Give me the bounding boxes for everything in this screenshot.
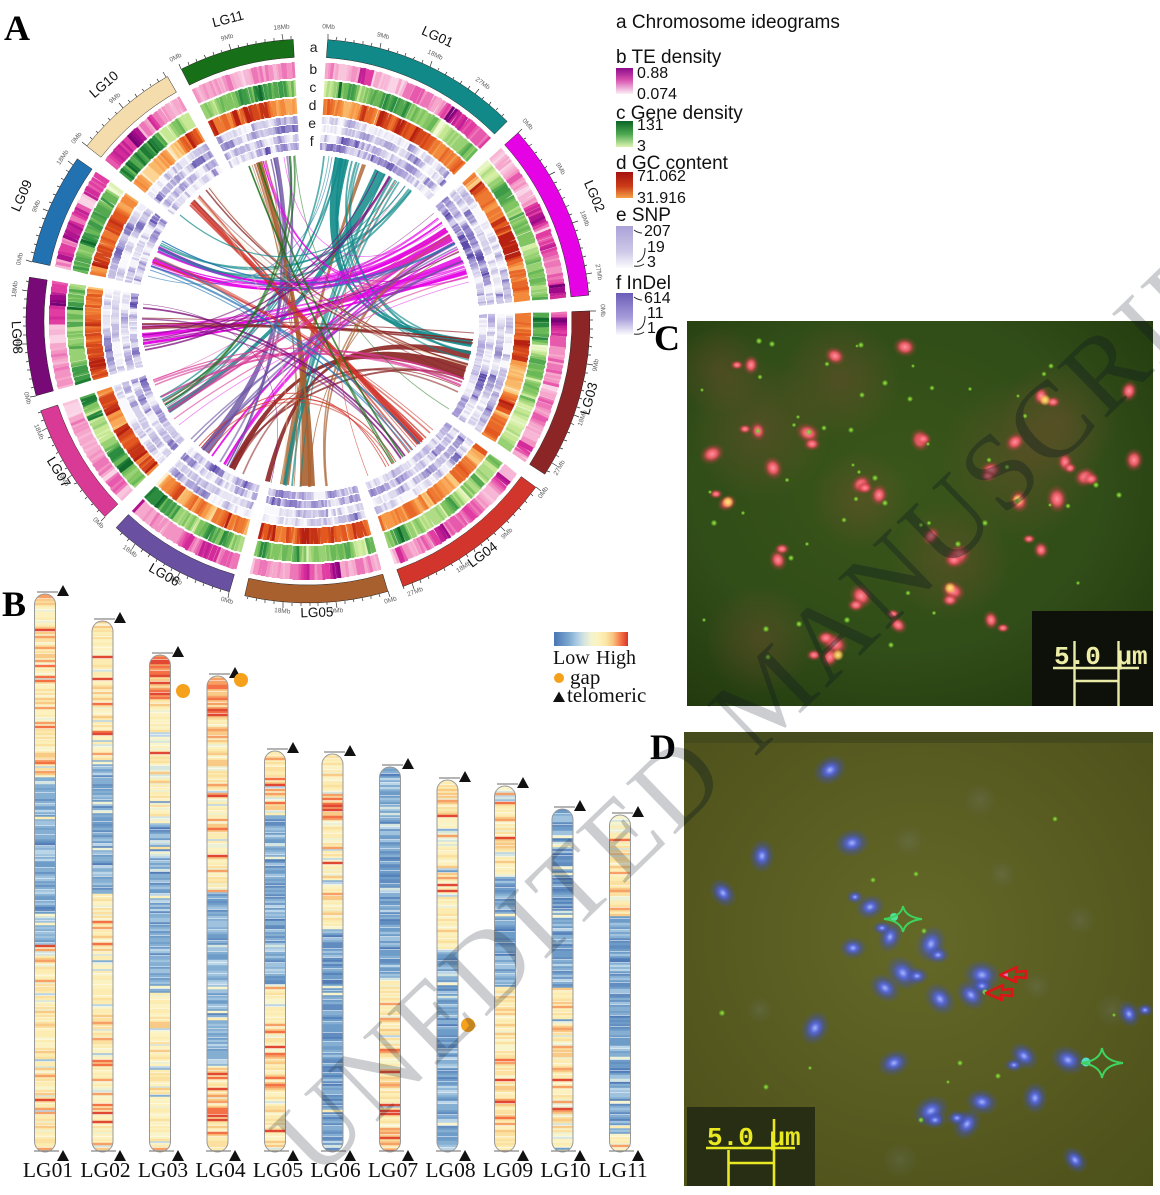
svg-text:e: e (308, 115, 316, 131)
svg-text:telomeric: telomeric (567, 683, 646, 707)
svg-text:A: A (4, 8, 30, 48)
svg-text:c Gene density: c Gene density (616, 103, 743, 124)
svg-text:C: C (654, 318, 680, 358)
svg-text:18Mb: 18Mb (273, 23, 290, 31)
svg-text:d GC content: d GC content (616, 153, 729, 174)
svg-text:0Mb: 0Mb (220, 596, 234, 606)
svg-text:D: D (650, 727, 676, 767)
svg-text:LG05: LG05 (253, 1158, 303, 1182)
svg-text:d: d (309, 97, 317, 113)
svg-text:131: 131 (637, 117, 664, 134)
svg-text:LG07: LG07 (368, 1158, 418, 1182)
svg-text:a: a (310, 39, 318, 55)
svg-text:Low: Low (553, 647, 590, 669)
svg-text:gap: gap (570, 665, 600, 689)
svg-text:LG11: LG11 (598, 1158, 647, 1182)
svg-text:LG06: LG06 (310, 1158, 360, 1182)
svg-text:614: 614 (644, 290, 671, 307)
svg-text:c: c (309, 79, 316, 95)
svg-text:19: 19 (647, 239, 665, 256)
svg-text:9Mb: 9Mb (31, 199, 43, 214)
svg-text:LG04: LG04 (195, 1158, 245, 1182)
svg-text:f InDel: f InDel (616, 273, 671, 294)
svg-text:9Mb: 9Mb (13, 338, 21, 352)
svg-text:3: 3 (637, 138, 646, 155)
svg-text:High: High (596, 647, 636, 669)
svg-text:1: 1 (647, 320, 656, 337)
svg-text:LG03: LG03 (138, 1158, 188, 1182)
svg-text:11: 11 (647, 305, 664, 322)
svg-text:LG08: LG08 (9, 320, 26, 354)
svg-text:9Mb: 9Mb (330, 607, 344, 615)
svg-text:0Mb: 0Mb (22, 391, 32, 405)
svg-text:0Mb: 0Mb (384, 595, 398, 605)
svg-text:0Mb: 0Mb (15, 252, 25, 266)
svg-text:f: f (310, 133, 314, 149)
svg-text:0.88: 0.88 (637, 65, 668, 82)
svg-text:LG08: LG08 (425, 1158, 475, 1182)
svg-text:71.062: 71.062 (637, 168, 686, 185)
svg-text:a Chromosome ideograms: a Chromosome ideograms (616, 12, 840, 33)
svg-text:0Mb: 0Mb (322, 23, 335, 31)
svg-text:LG01: LG01 (23, 1158, 73, 1182)
svg-text:LG10: LG10 (540, 1158, 590, 1182)
svg-text:0Mb: 0Mb (599, 304, 606, 317)
svg-text:27Mb: 27Mb (594, 264, 604, 282)
svg-text:5.0 μm: 5.0 μm (1054, 642, 1148, 672)
svg-text:9Mb: 9Mb (220, 33, 234, 43)
svg-text:18Mb: 18Mb (274, 607, 291, 615)
svg-text:LG09: LG09 (483, 1158, 533, 1182)
svg-text:207: 207 (644, 223, 671, 240)
svg-text:e SNP: e SNP (616, 205, 671, 226)
svg-text:5.0 μm: 5.0 μm (707, 1123, 801, 1153)
svg-text:18Mb: 18Mb (11, 280, 20, 297)
svg-text:LG02: LG02 (80, 1158, 130, 1182)
svg-text:LG05: LG05 (300, 604, 333, 620)
svg-text:9Mb: 9Mb (376, 31, 390, 41)
svg-text:0.074: 0.074 (637, 86, 677, 103)
svg-text:b: b (309, 61, 317, 77)
svg-text:B: B (2, 584, 26, 624)
svg-text:9Mb: 9Mb (592, 358, 601, 372)
svg-text:b TE density: b TE density (616, 47, 722, 68)
svg-text:31.916: 31.916 (637, 190, 686, 207)
svg-text:3: 3 (647, 254, 656, 271)
